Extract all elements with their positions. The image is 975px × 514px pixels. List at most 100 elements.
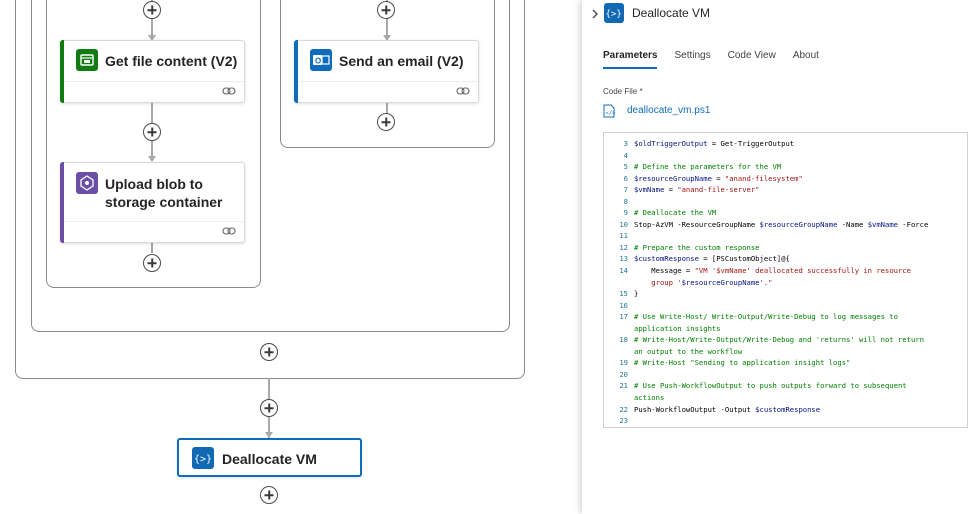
connector-arrow: [148, 156, 156, 162]
code-line: 11: [604, 230, 967, 242]
svg-text:</>: </>: [606, 111, 616, 117]
code-line: 5# Define the parameters for the VM: [604, 161, 967, 173]
code-text: Push-WorkflowOutput -Output $customRespo…: [634, 404, 821, 414]
true-branch-container: [46, 0, 261, 288]
code-line: 17 # Use Write-Host/ Write-Output/Write-D…: [604, 311, 967, 323]
line-number: 7: [623, 185, 628, 195]
add-step-button[interactable]: [143, 1, 161, 19]
card-accent: [60, 40, 64, 103]
code-text: $customResponse = [PSCustomObject]@{: [634, 254, 790, 264]
svg-text:{>}: {>}: [606, 10, 622, 20]
code-line: 16: [604, 300, 967, 312]
line-number: 4: [623, 150, 628, 160]
add-step-button[interactable]: [377, 1, 395, 19]
line-number: 10: [619, 219, 628, 229]
tab-parameters[interactable]: Parameters: [603, 50, 658, 69]
line-number: 11: [619, 231, 628, 241]
divider: [65, 221, 244, 222]
code-text: # Write-Host "Sending to application ins…: [634, 358, 851, 368]
code-line: 20: [604, 369, 967, 381]
code-line: 14 Message = "VM '$vmName' deallocated s…: [604, 265, 967, 277]
blob-storage-icon: [76, 172, 98, 194]
code-text: # Write-Host/Write-Output/Write-Debug an…: [634, 335, 924, 345]
code-file-label: Code File *: [603, 87, 643, 96]
line-number: 21: [619, 381, 628, 391]
outer-scope-container: [15, 0, 525, 379]
line-number: 8: [623, 196, 628, 206]
action-card-upload-blob[interactable]: Upload blob to storage container: [60, 162, 245, 243]
action-title: Deallocate VM: [222, 451, 317, 467]
svg-text:{>}: {>}: [194, 454, 212, 465]
tab-about[interactable]: About: [792, 50, 819, 61]
tab-code-view[interactable]: Code View: [727, 50, 776, 61]
add-step-button[interactable]: [260, 399, 278, 417]
connector-line: [151, 243, 153, 253]
line-number: 16: [619, 300, 628, 310]
line-number: 14: [619, 266, 628, 276]
line-number: 17: [619, 312, 628, 322]
panel-title[interactable]: Deallocate VM: [632, 6, 711, 20]
action-card-get-file-content[interactable]: Get file content (V2): [60, 40, 245, 103]
code-line: 19 # Write-Host "Sending to application i…: [604, 357, 967, 369]
connector-line: [386, 0, 388, 40]
code-line: 4: [604, 150, 967, 162]
code-line: 12# Prepare the custom response: [604, 242, 967, 254]
chevron-right-icon[interactable]: [590, 9, 600, 19]
code-line: 15}: [604, 288, 967, 300]
line-number: 20: [619, 369, 628, 379]
tab-settings[interactable]: Settings: [674, 50, 711, 61]
code-text: $vmName = "anand-file-server": [634, 185, 760, 195]
code-text: # Use Write-Host/ Write-Output/Write-Deb…: [634, 312, 898, 322]
code-line: 10 Stop-AzVM -ResourceGroupName $resource…: [604, 219, 967, 231]
workflow-canvas[interactable]: Get file content (V2) Upload blob to sto…: [0, 0, 582, 514]
file-content-icon: [76, 49, 98, 71]
line-number: 3: [623, 139, 628, 148]
add-step-button[interactable]: [143, 254, 161, 272]
inline-code-icon: {>}: [604, 3, 624, 23]
panel-tabs: Parameters Settings Code View About: [603, 50, 836, 69]
divider: [65, 81, 244, 82]
code-line: 7 $vmName = "anand-file-server": [604, 184, 967, 196]
code-line: 8: [604, 196, 967, 208]
action-card-send-email[interactable]: O Send an email (V2): [294, 40, 479, 103]
inline-code-icon: {>}: [192, 447, 214, 469]
action-title: Upload blob to storage container: [105, 176, 223, 210]
add-step-button[interactable]: [377, 113, 395, 131]
action-details-panel: {>} Deallocate VM Parameters Settings Co…: [582, 0, 975, 514]
connector-line: [151, 0, 153, 40]
link-icon: [456, 87, 470, 95]
code-line: 3 $oldTriggerOutput = Get-TriggerOutput: [604, 138, 967, 150]
code-file-name[interactable]: deallocate_vm.ps1: [627, 105, 711, 116]
code-line: an output to the workflow: [604, 346, 967, 358]
code-text: $oldTriggerOutput = Get-TriggerOutput: [634, 139, 795, 148]
code-line: 18# Write-Host/Write-Output/Write-Debug …: [604, 334, 967, 346]
line-number: 13: [619, 254, 628, 264]
action-card-deallocate-vm[interactable]: {>} Deallocate VM: [177, 438, 362, 477]
code-text: $resourceGroupName = "anand-filesystem": [634, 173, 803, 183]
add-step-button[interactable]: [143, 123, 161, 141]
code-text: an output to the workflow: [634, 346, 743, 356]
code-text: Stop-AzVM -ResourceGroupName $resourceGr…: [634, 219, 929, 229]
code-text: }: [634, 289, 639, 299]
line-number: 19: [619, 358, 628, 368]
code-line: group '$resourceGroupName'.": [604, 277, 967, 289]
false-branch-container: [280, 0, 495, 148]
code-file-link[interactable]: deallocate_vm.ps1: [622, 105, 710, 116]
card-accent: [294, 40, 298, 103]
code-file-icon: </>: [603, 104, 615, 118]
outlook-icon: O: [310, 49, 332, 71]
connector-arrow: [383, 35, 391, 41]
code-line: 6 $resourceGroupName = "anand-filesystem": [604, 173, 967, 185]
link-icon: [222, 227, 236, 235]
code-line: 22 Push-WorkflowOutput -Output $customRes…: [604, 404, 967, 416]
code-text: Message = "VM '$vmName' deallocated succ…: [634, 266, 911, 276]
card-accent: [60, 162, 64, 243]
add-step-button[interactable]: [260, 343, 278, 361]
line-number: 6: [623, 173, 628, 183]
connector-line: [386, 103, 388, 113]
line-number: 22: [619, 404, 628, 414]
code-text: # Deallocate the VM: [634, 208, 717, 218]
add-step-button[interactable]: [260, 486, 278, 504]
code-text: # Define the parameters for the VM: [634, 162, 782, 172]
